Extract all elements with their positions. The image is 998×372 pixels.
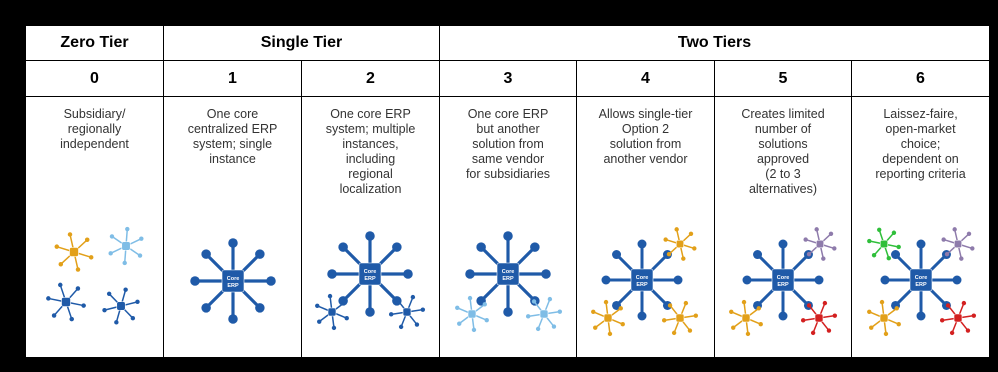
header-zero-tier: Zero Tier [26,26,164,61]
option-number-6: 6 [852,61,990,97]
header-two-tiers: Two Tiers [440,26,990,61]
option-number-5: 5 [715,61,852,97]
option-number-0: 0 [26,61,164,97]
option-number-3: 3 [440,61,577,97]
erp-tier-table: Zero Tier Single Tier Two Tiers 0 1 2 3 … [26,26,990,358]
option-number-2: 2 [302,61,440,97]
option-number-1: 1 [164,61,302,97]
option-number-4: 4 [577,61,715,97]
header-single-tier: Single Tier [164,26,440,61]
